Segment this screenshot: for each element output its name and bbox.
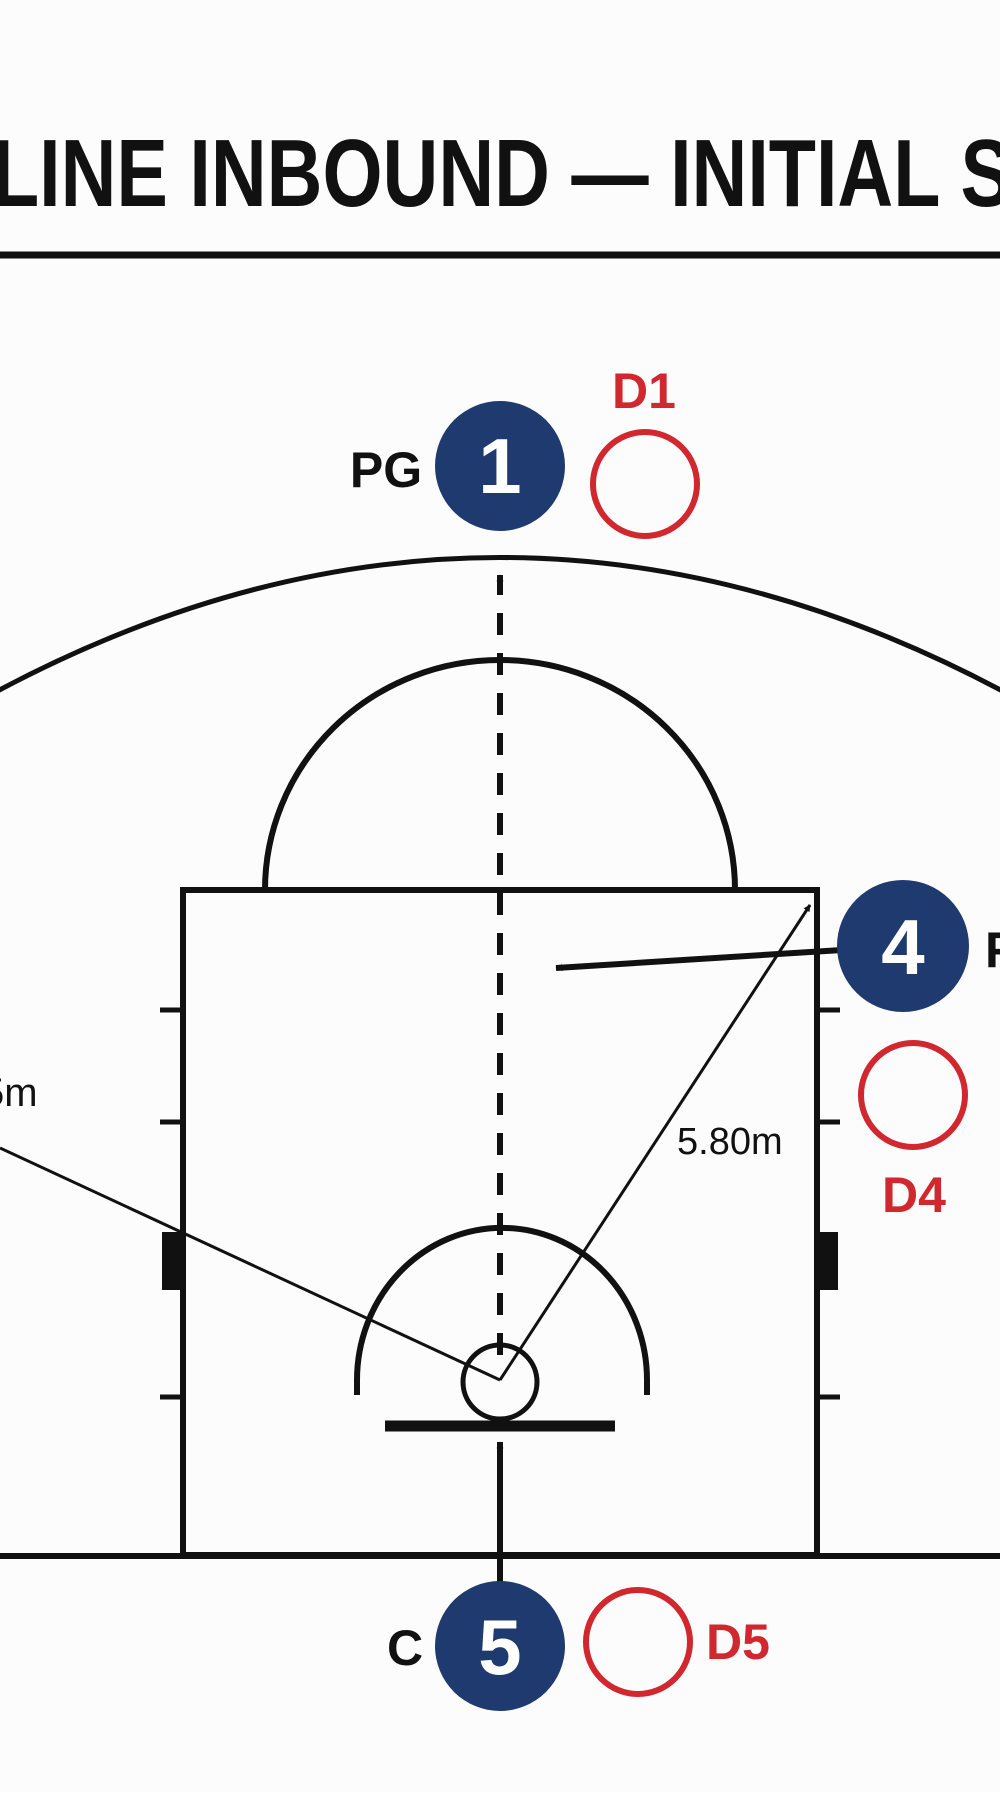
diagram-title: LINE INBOUND — INITIAL S [0,120,1000,227]
lane-marks-right [817,1007,840,1400]
player-5-number: 5 [478,1603,521,1691]
player-1-marker [435,401,565,531]
lane-marks-left [160,1007,183,1400]
d1-label: D1 [612,363,676,419]
pg-role-label: PG [350,442,422,498]
d5-label: D5 [706,1614,770,1670]
c-role-label: C [387,1620,423,1676]
defender-d1-marker [590,429,700,539]
lane-block-right [817,1232,838,1290]
measure-line-right [498,904,812,1381]
measure-label-right: 5.80m [677,1121,783,1163]
player-1-number: 1 [478,422,521,510]
player-5-marker [435,1581,565,1711]
player-4-role-label: F [985,922,1000,978]
lane-block-left [162,1232,183,1290]
cut-arrow-4 [555,947,843,972]
measure-label-left: 5m [0,1071,38,1115]
defender-d4-marker [858,1040,968,1150]
rim [460,1342,540,1422]
three-point-arc [0,555,1000,693]
defender-d5-marker [583,1587,693,1697]
player-4-number: 4 [881,903,924,991]
measure-line-left [0,1146,501,1382]
d4-label: D4 [882,1167,946,1223]
player-4-marker [837,880,969,1012]
